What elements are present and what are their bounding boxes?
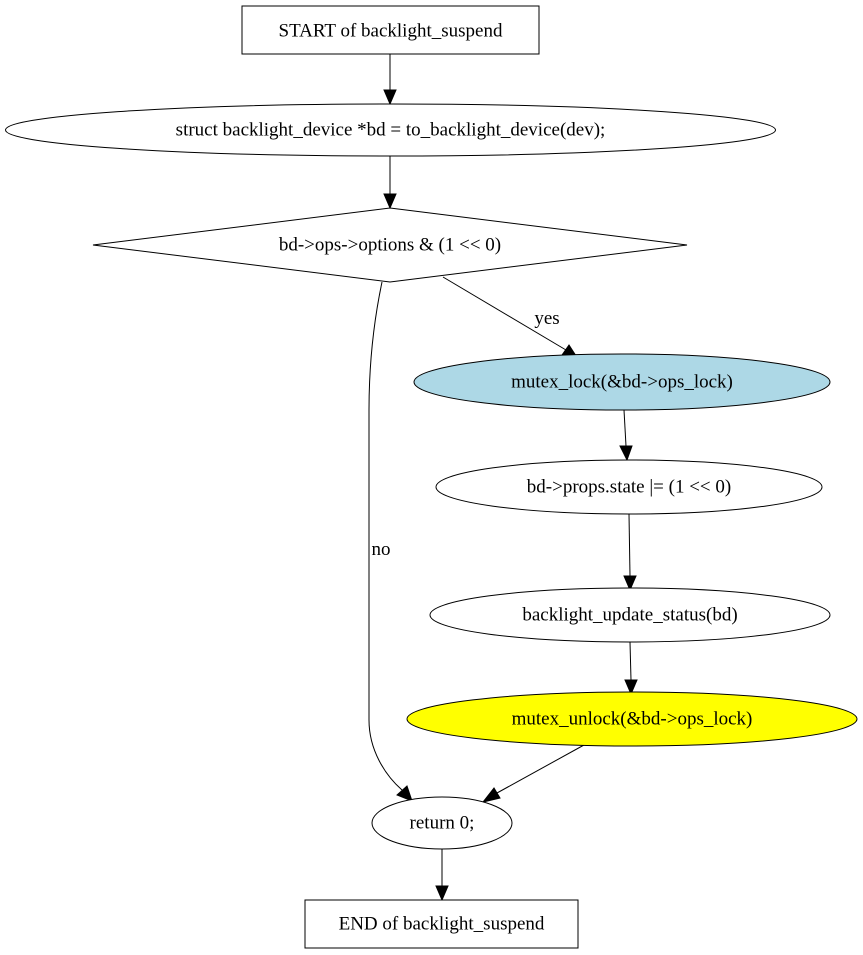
return-node-label: return 0;: [410, 812, 475, 833]
edge-update-to-mutex-unlock: [629, 641, 632, 681]
edge-set-state-to-update: [628, 513, 631, 577]
get-bd-node: [5, 103, 776, 157]
edge-label-yes: yes: [534, 308, 559, 329]
start-node-label: START of backlight_suspend: [279, 20, 503, 41]
check-options-node: [92, 207, 688, 283]
arrowhead: [624, 679, 638, 696]
edges: yes no: [368, 54, 638, 902]
set-state-node-label: bd->props.state |= (1 << 0): [527, 476, 731, 497]
check-options-node-label: bd->ops->options & (1 << 0): [279, 234, 501, 255]
nodes: START of backlight_suspend struct backli…: [5, 5, 858, 949]
arrowhead: [435, 885, 449, 902]
mutex-unlock-node-label: mutex_unlock(&bd->ops_lock): [512, 708, 753, 729]
return-node: [371, 796, 513, 850]
edge-label-no: no: [372, 539, 391, 560]
arrowhead: [481, 787, 501, 803]
mutex-unlock-node: [406, 691, 858, 747]
edge-mutex-lock-to-set-state: [623, 409, 627, 447]
arrowhead: [383, 193, 397, 210]
update-status-node: [429, 587, 831, 643]
get-bd-node-label: struct backlight_device *bd = to_backlig…: [176, 119, 606, 140]
set-state-node: [435, 459, 823, 515]
start-node: [241, 5, 540, 55]
edge-mutex-unlock-to-return: [496, 744, 585, 794]
end-node-label: END of backlight_suspend: [339, 913, 545, 934]
arrowhead: [383, 89, 397, 106]
mutex-lock-node: [413, 353, 831, 411]
arrowhead: [623, 575, 637, 592]
edge-check-to-return: [368, 281, 403, 791]
arrowhead: [396, 785, 413, 802]
edge-check-to-mutex-lock: [442, 276, 567, 351]
arrowhead: [619, 445, 633, 462]
update-status-node-label: backlight_update_status(bd): [522, 604, 737, 625]
mutex-lock-node-label: mutex_lock(&bd->ops_lock): [511, 371, 733, 392]
end-node: [304, 899, 579, 949]
